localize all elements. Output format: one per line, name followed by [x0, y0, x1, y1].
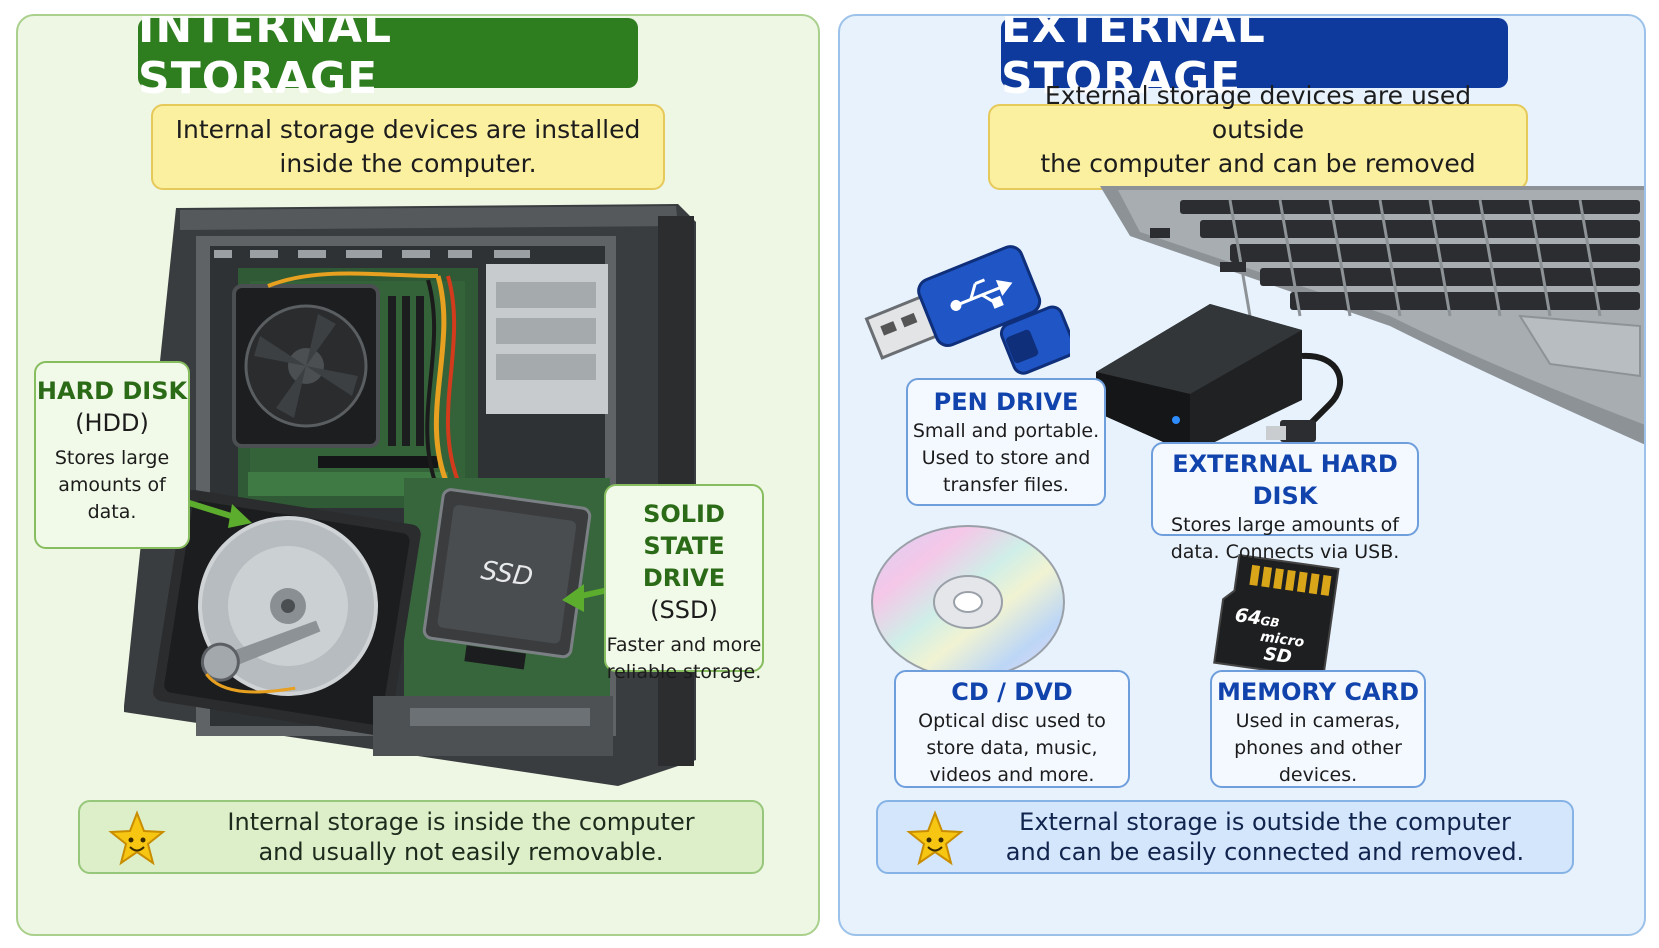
external-storage-title: EXTERNAL STORAGE	[1001, 16, 1508, 104]
card-unit: GB	[1260, 614, 1281, 631]
cd-dvd-illustration	[871, 525, 1065, 679]
card-brand-sd: SD	[1262, 644, 1293, 669]
star-icon	[108, 810, 166, 866]
internal-storage-intro: Internal storage devices are installed i…	[151, 104, 665, 190]
internal-storage-panel: INTERNAL STORAGE Internal storage device…	[16, 14, 820, 936]
external-storage-panel: EXTERNAL STORAGE External storage device…	[838, 14, 1646, 936]
computer-case-illustration: SSD	[124, 204, 696, 786]
internal-storage-title: INTERNAL STORAGE	[138, 16, 638, 104]
external-storage-summary: External storage is outside the computer…	[876, 800, 1574, 874]
laptop-illustration	[1100, 186, 1644, 445]
star-icon	[906, 810, 964, 866]
hdd-callout: HARD DISK (HDD) Stores large amounts of …	[34, 361, 190, 549]
ssd-chip-label: SSD	[479, 556, 535, 593]
pen-drive-illustration	[864, 245, 1070, 375]
card-capacity: 64	[1234, 604, 1263, 629]
external-hdd-callout: EXTERNAL HARD DISK Stores large amounts …	[1151, 442, 1419, 563]
card-brand-micro: micro	[1259, 629, 1305, 651]
cd-dvd-callout: CD / DVD Optical disc used to store data…	[894, 670, 1130, 788]
usb-symbol-icon	[950, 278, 1013, 311]
memory-card-illustration: 64 GB micro SD	[1213, 553, 1340, 680]
external-hdd-illustration	[1096, 304, 1343, 454]
pen-drive-callout: PEN DRIVE Small and portable. Used to st…	[906, 378, 1106, 506]
memory-card-callout: MEMORY CARD Used in cameras, phones and …	[1210, 670, 1426, 788]
internal-storage-summary: Internal storage is inside the computer …	[78, 800, 764, 874]
ssd-callout: SOLID STATE DRIVE (SSD) Faster and more …	[604, 484, 764, 683]
